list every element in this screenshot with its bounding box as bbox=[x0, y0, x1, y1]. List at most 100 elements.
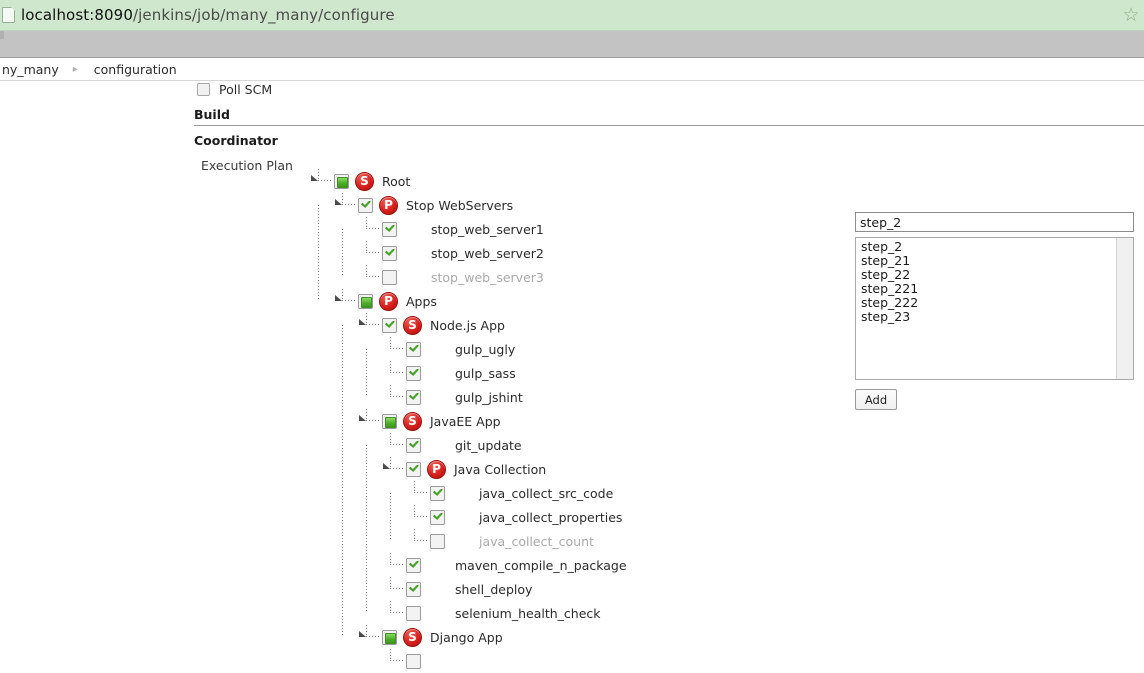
tree-node-checkbox[interactable] bbox=[406, 437, 421, 453]
leaf-icon bbox=[403, 244, 423, 262]
expander-triangle-icon[interactable] bbox=[335, 295, 342, 301]
tree-node-row[interactable]: git_update bbox=[0, 433, 840, 457]
tree-expander-icon[interactable] bbox=[382, 457, 406, 481]
tree-node-checkbox[interactable] bbox=[406, 557, 421, 573]
tree-dash bbox=[390, 396, 404, 397]
tree-dash bbox=[342, 300, 356, 301]
tree-expander-icon[interactable] bbox=[358, 313, 382, 337]
tree-connector-icon bbox=[382, 577, 406, 601]
tree-node-row[interactable]: stop_web_server3 bbox=[0, 265, 840, 289]
tree-node-row[interactable]: gulp_ugly bbox=[0, 337, 840, 361]
expander-triangle-icon[interactable] bbox=[335, 199, 342, 205]
tree-node-label: stop_web_server3 bbox=[431, 269, 544, 285]
add-step-button[interactable]: Add bbox=[855, 389, 897, 410]
tree-expander-icon[interactable] bbox=[334, 289, 358, 313]
tree-connector-icon bbox=[382, 433, 406, 457]
leaf-icon bbox=[451, 532, 471, 550]
tree-node-row[interactable]: maven_compile_n_package bbox=[0, 553, 840, 577]
tree-node-checkbox[interactable] bbox=[358, 197, 373, 213]
tree-node-checkbox[interactable] bbox=[382, 413, 397, 429]
tree-node-row[interactable]: gulp_sass bbox=[0, 361, 840, 385]
expander-triangle-icon[interactable] bbox=[359, 415, 366, 421]
tree-node-checkbox[interactable] bbox=[382, 221, 397, 237]
tree-node-row[interactable]: stop_web_server1 bbox=[0, 217, 840, 241]
tree-node-checkbox[interactable] bbox=[406, 605, 421, 621]
tree-node-row[interactable]: java_collect_count bbox=[0, 529, 840, 553]
coordinator-title: Coordinator bbox=[194, 133, 278, 148]
tree-node-checkbox[interactable] bbox=[406, 581, 421, 597]
tree-indent bbox=[0, 553, 382, 577]
tree-node-checkbox[interactable] bbox=[406, 653, 421, 669]
tree-expander-icon[interactable] bbox=[358, 409, 382, 433]
tree-node-checkbox[interactable] bbox=[382, 629, 397, 645]
leaf-icon bbox=[451, 484, 471, 502]
tree-node-row[interactable]: selenium_health_check bbox=[0, 601, 840, 625]
tree-node-checkbox[interactable] bbox=[406, 341, 421, 357]
tree-node-label: Node.js App bbox=[430, 317, 505, 333]
poll-scm-row[interactable]: Poll SCM bbox=[197, 82, 272, 97]
tree-expander-icon[interactable] bbox=[358, 625, 382, 649]
step-list-item[interactable]: step_23 bbox=[861, 309, 911, 324]
tree-indent bbox=[0, 625, 358, 649]
tree-node-row[interactable]: stop_web_server2 bbox=[0, 241, 840, 265]
tree-node-checkbox[interactable] bbox=[430, 533, 445, 549]
tree-expander-icon[interactable] bbox=[310, 169, 334, 193]
step-list-item[interactable]: step_221 bbox=[861, 281, 919, 296]
tree-node-checkbox[interactable] bbox=[406, 461, 421, 477]
browser-url-bar[interactable]: localhost:8090/jenkins/job/many_many/con… bbox=[0, 0, 1144, 31]
tree-guide-line bbox=[342, 229, 343, 277]
tree-dash bbox=[366, 276, 380, 277]
tree-expander-icon[interactable] bbox=[334, 193, 358, 217]
expander-triangle-icon[interactable] bbox=[311, 175, 318, 181]
url-path: /jenkins/job/many_many/configure bbox=[132, 6, 395, 24]
tree-vertical-stub bbox=[390, 577, 391, 589]
tree-node-row[interactable] bbox=[0, 649, 840, 673]
tree-node-checkbox[interactable] bbox=[382, 269, 397, 285]
bookmark-star-icon[interactable]: ☆ bbox=[1122, 4, 1140, 26]
expander-triangle-icon[interactable] bbox=[359, 631, 366, 637]
breadcrumb-item-job[interactable]: ny_many bbox=[2, 61, 59, 77]
tree-node-row[interactable]: shell_deploy bbox=[0, 577, 840, 601]
expander-triangle-icon[interactable] bbox=[383, 463, 390, 469]
tree-node-label: gulp_sass bbox=[455, 365, 516, 381]
tree-node-label: Java Collection bbox=[454, 461, 547, 477]
tree-node-row[interactable]: P Java Collection bbox=[0, 457, 840, 481]
parallel-node-icon: P bbox=[427, 459, 446, 479]
step-list-item[interactable]: step_222 bbox=[861, 295, 919, 310]
tree-node-checkbox[interactable] bbox=[406, 389, 421, 405]
tree-connector-icon bbox=[358, 265, 382, 289]
breadcrumb-item-configuration[interactable]: configuration bbox=[93, 61, 177, 77]
tree-indent bbox=[0, 433, 382, 457]
tree-node-checkbox[interactable] bbox=[358, 293, 373, 309]
step-list-item[interactable]: step_21 bbox=[861, 253, 911, 268]
tree-vertical-stub bbox=[366, 265, 367, 277]
tree-node-checkbox[interactable] bbox=[430, 485, 445, 501]
build-section-header: Build bbox=[194, 107, 1144, 126]
tree-guide-line bbox=[366, 445, 367, 613]
tree-node-checkbox[interactable] bbox=[406, 365, 421, 381]
step-list-item[interactable]: step_22 bbox=[861, 267, 911, 282]
tree-node-label: git_update bbox=[455, 437, 522, 453]
step-name-input[interactable] bbox=[855, 212, 1134, 232]
tree-node-checkbox[interactable] bbox=[430, 509, 445, 525]
step-list-scrollbar[interactable] bbox=[1116, 238, 1133, 379]
tree-node-checkbox[interactable] bbox=[382, 245, 397, 261]
tree-node-checkbox[interactable] bbox=[334, 173, 349, 189]
poll-scm-checkbox[interactable] bbox=[197, 83, 210, 96]
tree-node-label: Django App bbox=[430, 629, 503, 645]
tree-node-row[interactable]: java_collect_properties bbox=[0, 505, 840, 529]
tree-node-checkbox[interactable] bbox=[382, 317, 397, 333]
expander-triangle-icon[interactable] bbox=[359, 319, 366, 325]
tree-node-row[interactable]: java_collect_src_code bbox=[0, 481, 840, 505]
tree-dash bbox=[390, 564, 404, 565]
tree-node-row[interactable]: gulp_jshint bbox=[0, 385, 840, 409]
step-list-item[interactable]: step_2 bbox=[861, 239, 903, 254]
